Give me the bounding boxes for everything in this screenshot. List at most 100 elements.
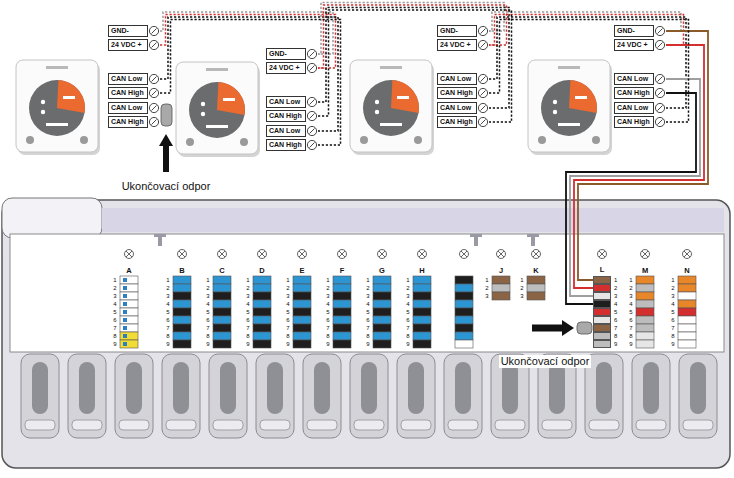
- terminal-number: 1: [113, 277, 116, 284]
- socket-lever: [401, 420, 431, 430]
- screw-slot: [310, 114, 315, 119]
- terminal-number: 3: [485, 293, 488, 300]
- terminal-number: 9: [113, 341, 116, 348]
- terminal-number: 9: [246, 341, 249, 348]
- terminal-clamp: [373, 300, 391, 308]
- signal-label: CAN Low: [108, 102, 148, 114]
- terminal-clamp: [173, 300, 191, 308]
- signal-label: GND-: [108, 25, 148, 37]
- signal-label: CAN Low: [266, 125, 306, 137]
- screw-terminal: [655, 74, 664, 83]
- clamp-contact: [123, 318, 127, 322]
- terminal-clamp: [120, 284, 138, 292]
- terminal-number: 7: [166, 325, 169, 332]
- screw-terminal: [655, 103, 664, 112]
- actuator-socket: [303, 354, 341, 438]
- actuator-socket: [397, 354, 435, 438]
- wire: [160, 15, 336, 69]
- socket-opening: [690, 362, 706, 414]
- wire-bundle: [489, 12, 686, 108]
- terminal-number: 3: [326, 293, 329, 300]
- thermostat-button: [186, 138, 194, 146]
- terminal-number: 2: [166, 285, 169, 292]
- socket-lever: [354, 420, 384, 430]
- screw-symbol: [378, 250, 387, 259]
- socket-lever: [25, 420, 55, 430]
- callout-arrow: [159, 134, 173, 146]
- thermostat-button: [538, 136, 546, 144]
- terminal-number: 6: [326, 317, 329, 324]
- socket-opening: [267, 362, 283, 414]
- terminal-number: 8: [366, 333, 369, 340]
- screw-slot: [310, 52, 315, 57]
- screw-terminal: [478, 117, 487, 126]
- terminal-clamp: [678, 324, 696, 332]
- terminal-clamp: [333, 316, 351, 324]
- terminal-clamp: [455, 316, 473, 324]
- can-high-wire: [318, 10, 512, 122]
- terminal-clamp: [678, 284, 696, 292]
- terminal-clamp: [213, 340, 231, 348]
- terminal-panel: [10, 234, 724, 352]
- actuator-socket: [256, 354, 294, 438]
- terminal-clamp: [213, 300, 231, 308]
- screw-slot: [658, 120, 663, 125]
- terminal-number: 2: [286, 285, 289, 292]
- can-high-wire: [489, 20, 689, 123]
- socket-opening: [596, 362, 612, 414]
- signal-label: GND-: [614, 25, 654, 37]
- terminal-number: 1: [671, 277, 674, 284]
- terminal-number: 8: [286, 333, 289, 340]
- terminal-number: 1: [629, 277, 632, 284]
- screw-symbol: [684, 251, 690, 257]
- room-thermostat: [176, 62, 260, 157]
- terminal-clamp: [593, 316, 611, 324]
- socket-lever: [495, 420, 525, 430]
- thermostat-header: [46, 66, 68, 69]
- screw-terminal: [478, 74, 487, 83]
- terminal-clamp: [120, 340, 138, 348]
- callout-label: Ukončovací odpor: [120, 180, 213, 193]
- terminal-number: 7: [406, 325, 409, 332]
- terminal-clamp: [293, 340, 311, 348]
- terminal-number: 3: [406, 293, 409, 300]
- terminal-clamp: [173, 292, 191, 300]
- thermostat-button: [414, 136, 422, 144]
- terminal-clamp: [253, 332, 271, 340]
- terminal-letter: J: [499, 266, 503, 275]
- terminal-clamp: [636, 300, 654, 308]
- screw-slot: [658, 106, 663, 111]
- terminal-clamp: [455, 276, 473, 284]
- screw-symbol: [258, 250, 267, 259]
- can-high-wire: [566, 93, 696, 304]
- wire: [160, 17, 338, 131]
- terminal-number: 1: [485, 277, 488, 284]
- terminal-clamp: [120, 276, 138, 284]
- screw-slot: [152, 120, 157, 125]
- terminal-number: 1: [206, 277, 209, 284]
- terminal-clamp: [636, 316, 654, 324]
- terminal-clamp: [636, 340, 654, 348]
- screw-terminal: [149, 26, 158, 35]
- terminal-clamp: [636, 332, 654, 340]
- terminal-clamp: [593, 324, 611, 332]
- terminal-number: 3: [286, 293, 289, 300]
- terminal-number: 1: [406, 277, 409, 284]
- terminal-clamp: [373, 324, 391, 332]
- screw-terminals: [477, 25, 489, 128]
- terminal-number: 1: [614, 276, 617, 284]
- screw-slot: [481, 91, 486, 96]
- terminal-clamp: [120, 316, 138, 324]
- terminal-number: 8: [671, 333, 674, 340]
- screw-symbol: [338, 250, 347, 259]
- terminal-clamp: [333, 300, 351, 308]
- terminal-number: 9: [326, 341, 329, 348]
- screw-slot: [481, 106, 486, 111]
- terminal-number: 2: [614, 284, 617, 292]
- thermostat-header: [206, 68, 228, 71]
- signal-label: 24 VDC +: [437, 39, 477, 51]
- socket-opening: [126, 362, 142, 414]
- screw-slot: [481, 29, 486, 34]
- screw-terminal: [149, 88, 158, 97]
- terminal-clamp: [455, 340, 473, 348]
